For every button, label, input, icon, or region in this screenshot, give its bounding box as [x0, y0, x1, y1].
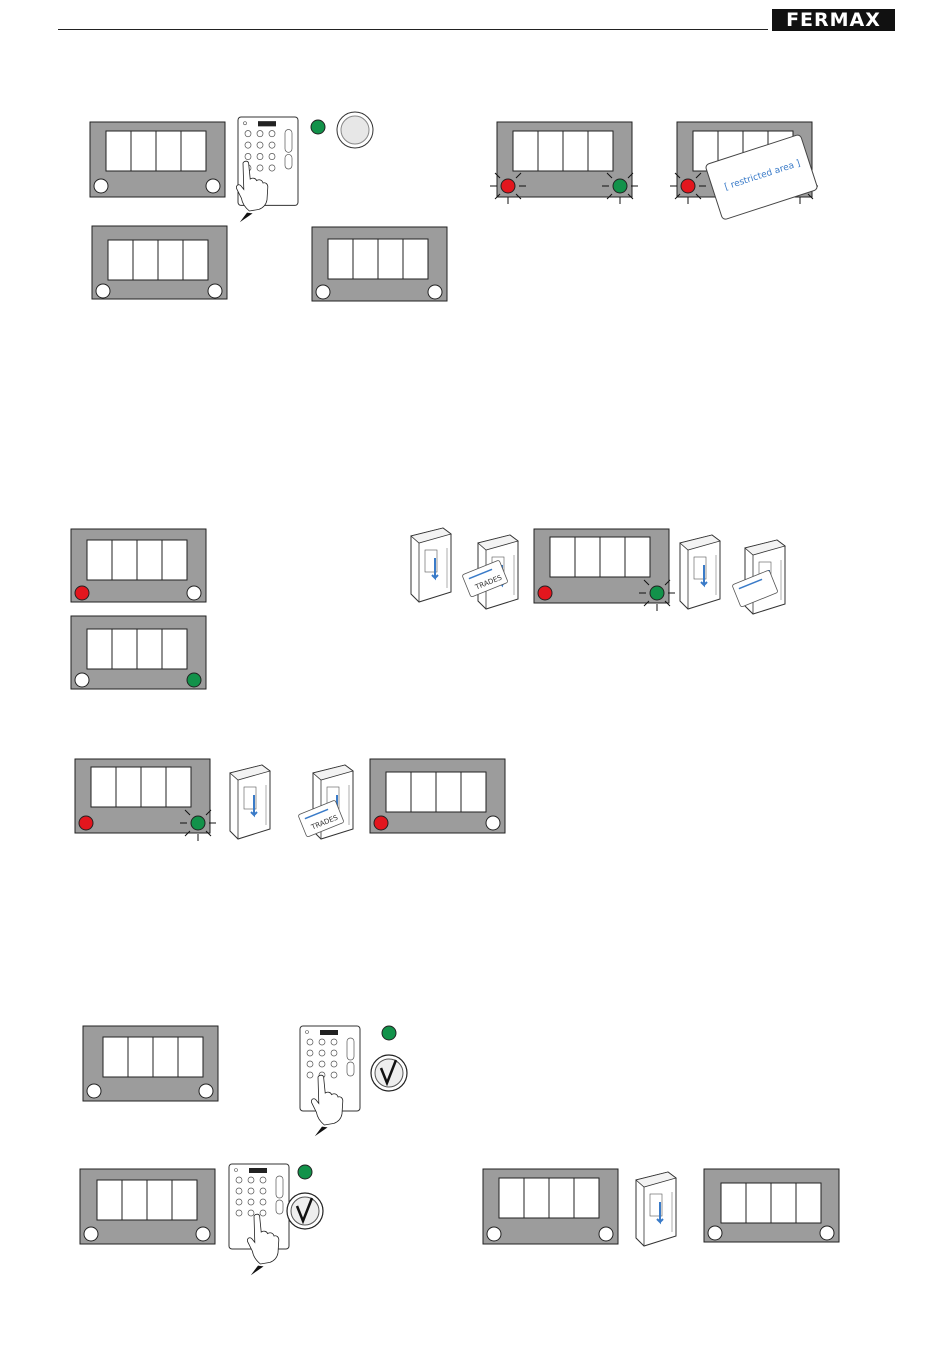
status-led-green	[382, 1026, 396, 1040]
panel-2	[490, 122, 638, 204]
panel-5	[312, 227, 447, 301]
panel-7	[71, 616, 206, 689]
panel-1	[90, 122, 225, 197]
round-button-icon	[337, 112, 373, 148]
panel-8	[534, 529, 675, 611]
card-reader-icon	[230, 765, 270, 839]
status-led-green	[311, 120, 325, 134]
card-reader-icon	[680, 535, 720, 609]
card-reader-icon	[411, 528, 451, 602]
check-icon	[371, 1055, 407, 1091]
panel-13	[483, 1169, 618, 1244]
panel-6	[71, 529, 206, 602]
panel-14	[704, 1169, 839, 1242]
panel-4	[92, 226, 227, 299]
panel-11	[83, 1026, 218, 1101]
status-led-green	[298, 1165, 312, 1179]
card-reader-icon	[636, 1172, 676, 1246]
panel-9	[75, 759, 216, 841]
panel-10	[370, 759, 505, 833]
check-icon	[287, 1193, 323, 1229]
panel-12	[80, 1169, 215, 1244]
